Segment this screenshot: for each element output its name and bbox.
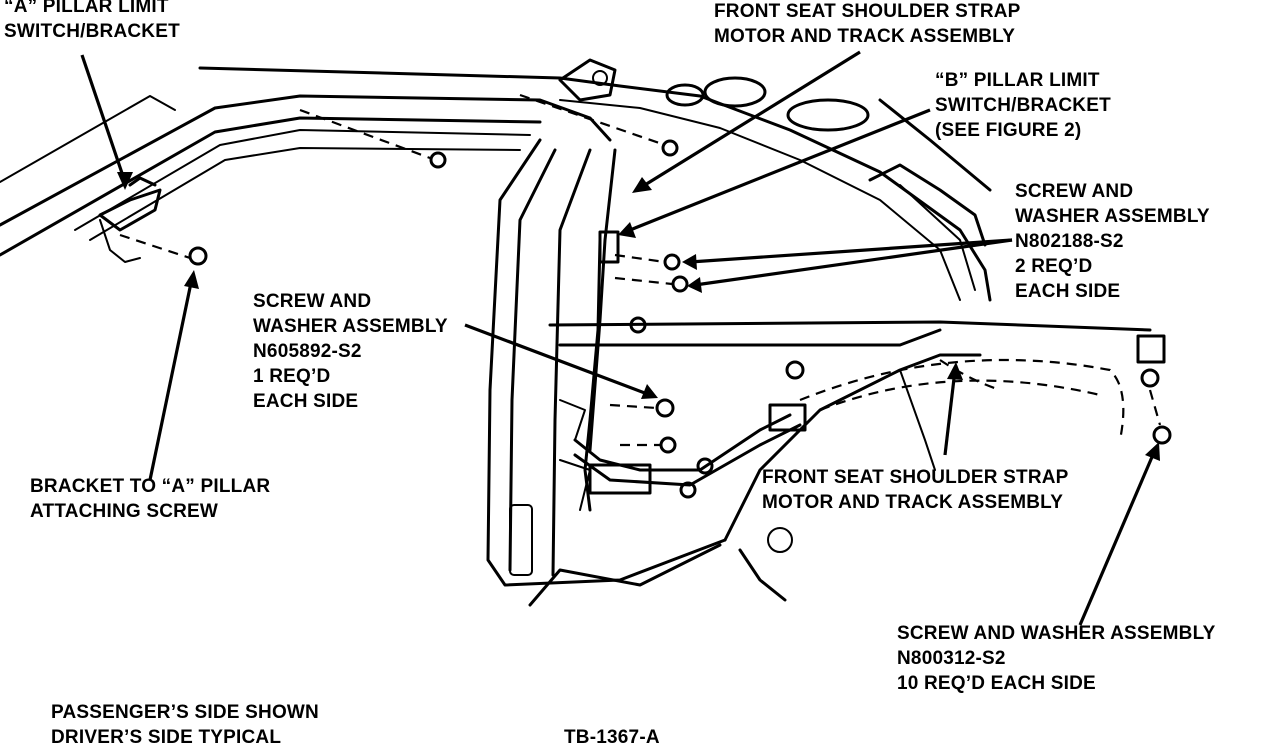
label-line: N800312-S2 [897, 648, 1006, 669]
label-a-pillar-limit-switch: “A” PILLAR LIMIT SWITCH/BRACKET [4, 0, 180, 44]
label-line: SCREW AND [1015, 181, 1134, 202]
a-pillar-bracket [98, 176, 191, 263]
label-line: SWITCH/BRACKET [4, 21, 180, 42]
label-line: “B” PILLAR LIMIT [935, 70, 1100, 91]
b-pillar [486, 138, 727, 607]
label-line: FRONT SEAT SHOULDER STRAP [762, 467, 1069, 488]
screw-fasteners [188, 93, 1172, 499]
label-line: (SEE FIGURE 2) [935, 120, 1082, 141]
label-b-pillar-limit-switch: “B” PILLAR LIMIT SWITCH/BRACKET (SEE FIG… [935, 68, 1111, 143]
label-shoulder-strap-mid: FRONT SEAT SHOULDER STRAP MOTOR AND TRAC… [762, 465, 1069, 515]
label-line: BRACKET TO “A” PILLAR [30, 476, 271, 497]
leader-lines [80, 50, 1160, 626]
label-line: WASHER ASSEMBLY [253, 316, 448, 337]
label-line: SCREW AND WASHER ASSEMBLY [897, 623, 1216, 644]
label-line: N605892-S2 [253, 341, 362, 362]
label-line: TB-1367-A [564, 727, 660, 748]
roof-openings [558, 58, 870, 132]
label-line: FRONT SEAT SHOULDER STRAP [714, 1, 1021, 22]
label-bracket-attaching-screw: BRACKET TO “A” PILLAR ATTACHING SCREW [30, 474, 270, 524]
label-line: DRIVER’S SIDE TYPICAL [51, 727, 282, 748]
label-line: EACH SIDE [253, 391, 359, 412]
label-line: “A” PILLAR LIMIT [4, 0, 169, 17]
motor-track-assembly [559, 230, 807, 512]
label-line: SWITCH/BRACKET [935, 95, 1111, 116]
figure-id: TB-1367-A [564, 725, 660, 750]
label-line: PASSENGER’S SIDE SHOWN [51, 702, 319, 723]
label-line: MOTOR AND TRACK ASSEMBLY [714, 26, 1016, 47]
quarter-panel [548, 98, 1152, 347]
label-line: 10 REQ’D EACH SIDE [897, 673, 1096, 694]
label-line: 1 REQ’D [253, 366, 331, 387]
label-line: MOTOR AND TRACK ASSEMBLY [762, 492, 1064, 513]
label-screw-washer-n802188: SCREW AND WASHER ASSEMBLY N802188-S2 2 R… [1015, 179, 1210, 304]
label-side-note: PASSENGER’S SIDE SHOWN DRIVER’S SIDE TYP… [51, 700, 319, 750]
label-line: 2 REQ’D [1015, 256, 1093, 277]
label-line: N802188-S2 [1015, 231, 1124, 252]
label-line: EACH SIDE [1015, 281, 1121, 302]
label-line: WASHER ASSEMBLY [1015, 206, 1210, 227]
label-shoulder-strap-top: FRONT SEAT SHOULDER STRAP MOTOR AND TRAC… [714, 0, 1021, 49]
label-screw-washer-n800312: SCREW AND WASHER ASSEMBLY N800312-S2 10 … [897, 621, 1216, 696]
label-screw-washer-n605892: SCREW AND WASHER ASSEMBLY N605892-S2 1 R… [253, 289, 448, 414]
label-line: SCREW AND [253, 291, 372, 312]
label-line: ATTACHING SCREW [30, 501, 219, 522]
